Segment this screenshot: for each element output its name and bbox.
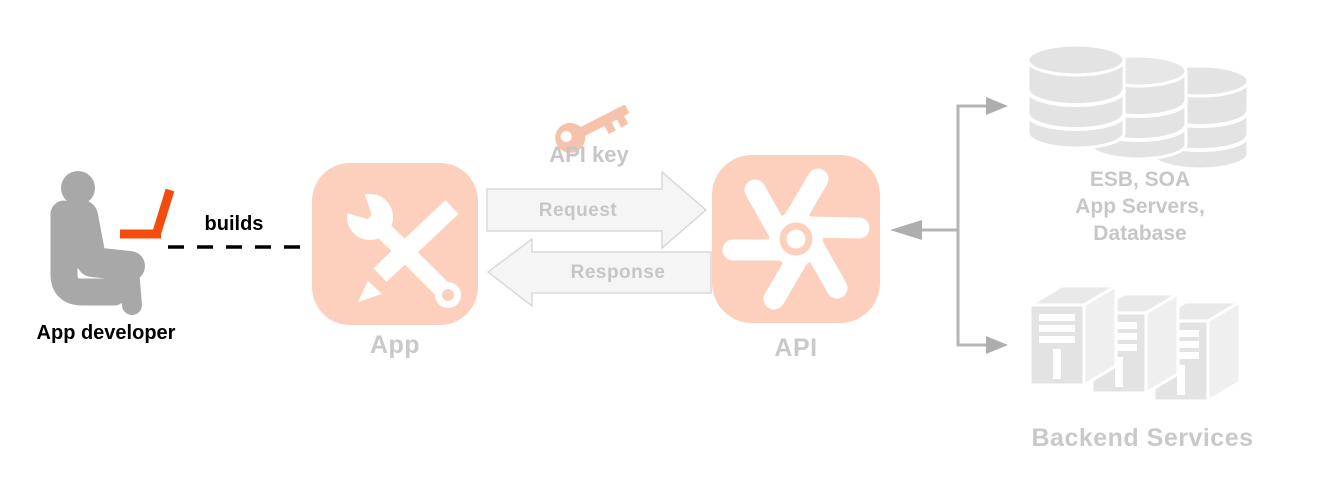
pinwheel-hub-ring <box>779 222 813 256</box>
key-shaft <box>572 105 629 140</box>
arrowhead-to-api <box>890 220 922 240</box>
enterprise-systems-label: ESB, SOA App Servers, Database <box>1030 166 1250 247</box>
key-tooth <box>616 115 629 128</box>
database-cylinder <box>1026 43 1126 150</box>
pinwheel-hub <box>769 212 823 266</box>
app-developer-label: App developer <box>36 322 176 344</box>
arrowhead-to-databases <box>986 97 1008 115</box>
wrench-jaw-notch <box>326 169 374 221</box>
server-tower <box>1148 299 1246 404</box>
database-stack-icon <box>1026 43 1250 171</box>
enterprise-systems-line3: Database <box>1093 222 1187 245</box>
builds-label: builds <box>204 213 264 235</box>
key-tooth <box>604 121 616 134</box>
pencil-tip <box>358 281 382 302</box>
wrench-handle <box>367 214 456 303</box>
response-label: Response <box>570 262 666 283</box>
api-label: API <box>774 334 818 362</box>
gear-pinwheel-icon <box>712 155 880 323</box>
builds-dashed-line <box>168 245 304 249</box>
wrench-ring-hole <box>442 289 454 301</box>
arrowhead-to-servers <box>986 336 1008 354</box>
request-arrow <box>486 170 708 250</box>
server-towers-icon <box>1024 283 1246 404</box>
person-leg <box>119 260 142 315</box>
person-with-laptop-icon <box>50 171 175 315</box>
enterprise-systems-line2: App Servers, <box>1075 195 1205 218</box>
wrench-and-pencil-icon <box>312 163 478 325</box>
response-arrow <box>486 237 712 308</box>
pencil-body <box>373 200 459 282</box>
person-head <box>61 171 95 205</box>
chair-shape <box>50 200 128 306</box>
key-hole <box>560 131 572 143</box>
enterprise-systems-line1: ESB, SOA <box>1089 168 1191 191</box>
laptop-screen <box>152 188 175 234</box>
api-key-label: API key <box>549 142 629 167</box>
app-label: App <box>369 331 421 359</box>
backend-services-label: Backend Services <box>1031 424 1254 452</box>
backend-connector-lines <box>890 97 1008 354</box>
server-tower <box>1024 283 1122 388</box>
key-icon <box>555 105 629 153</box>
request-label: Request <box>538 200 618 221</box>
